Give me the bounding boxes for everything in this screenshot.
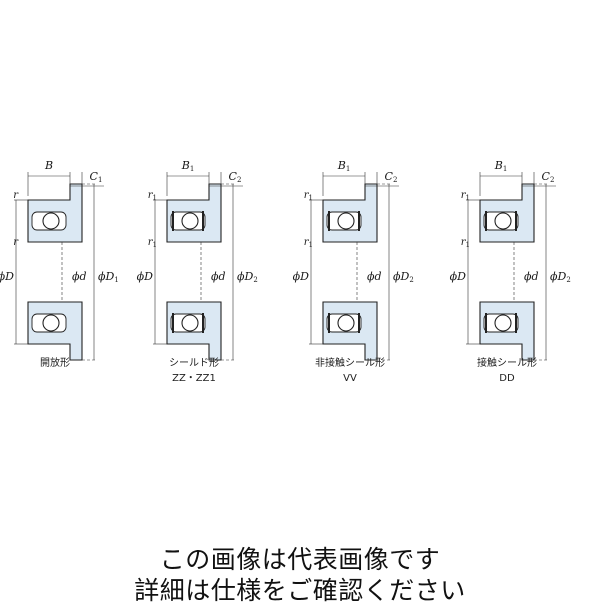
bearing-type-caption: 非接触シール形 bbox=[315, 356, 385, 369]
label-outer-diameter: ϕD bbox=[137, 270, 153, 283]
label-flange-diameter-sub: 2 bbox=[253, 276, 257, 284]
label-width: B bbox=[44, 159, 53, 172]
label-flange-diameter-sub: 2 bbox=[409, 276, 413, 284]
label-chamfer-mid-sub: 1 bbox=[309, 241, 313, 249]
bearing-type-caption: シールド形 bbox=[169, 357, 219, 369]
label-width: B1 bbox=[181, 159, 195, 173]
label-flange-diameter: ϕD2 bbox=[393, 270, 414, 284]
label-chamfer-top: r1 bbox=[304, 190, 313, 202]
bearing-code: VV bbox=[343, 373, 357, 384]
label-flange-main: C bbox=[90, 170, 99, 183]
ball-top bbox=[337, 212, 355, 230]
label-flange-diameter-main: ϕD bbox=[550, 270, 566, 283]
bearing-code: ZZ・ZZ1 bbox=[172, 373, 216, 384]
bearing-code: DD bbox=[499, 373, 515, 384]
label-bore: ϕd bbox=[72, 270, 87, 283]
label-flange-sub: 2 bbox=[550, 176, 554, 184]
label-flange-sub: 1 bbox=[98, 176, 102, 184]
label-chamfer-top-main: r bbox=[13, 190, 19, 201]
label-chamfer-top-sub: 1 bbox=[466, 194, 470, 202]
label-flange-diameter-sub: 1 bbox=[114, 276, 118, 284]
label-outer-diameter-main: ϕD bbox=[450, 270, 466, 283]
label-chamfer-mid-sub: 1 bbox=[153, 241, 157, 249]
label-outer-diameter: ϕD bbox=[450, 270, 466, 283]
label-chamfer-top: r1 bbox=[148, 190, 157, 202]
label-width-sub: 1 bbox=[346, 165, 350, 173]
ball-bottom bbox=[337, 314, 355, 332]
label-flange-diameter: ϕD1 bbox=[98, 270, 119, 284]
ball-top bbox=[181, 212, 199, 230]
label-chamfer-top-main: r bbox=[148, 190, 154, 201]
label-flange: C2 bbox=[385, 170, 398, 184]
label-bore-main: ϕd bbox=[367, 270, 382, 283]
ball-bottom bbox=[181, 314, 199, 332]
label-flange: C2 bbox=[542, 170, 555, 184]
label-outer-diameter: ϕD bbox=[0, 270, 14, 283]
label-width-sub: 1 bbox=[190, 165, 194, 173]
label-outer-diameter-main: ϕD bbox=[0, 270, 14, 283]
label-flange-diameter-main: ϕD bbox=[98, 270, 114, 283]
label-flange-main: C bbox=[385, 170, 394, 183]
label-bore-main: ϕd bbox=[211, 270, 226, 283]
label-flange-sub: 2 bbox=[237, 176, 241, 184]
label-chamfer-mid: r1 bbox=[461, 237, 470, 249]
label-flange-diameter: ϕD2 bbox=[237, 270, 258, 284]
label-width-sub: 1 bbox=[503, 165, 507, 173]
label-bore: ϕd bbox=[211, 270, 226, 283]
label-chamfer-top: r bbox=[13, 190, 19, 201]
label-flange-diameter-main: ϕD bbox=[237, 270, 253, 283]
label-chamfer-mid-main: r bbox=[461, 237, 467, 248]
label-flange-main: C bbox=[542, 170, 551, 183]
ball-bottom bbox=[494, 314, 512, 332]
label-chamfer-mid: r1 bbox=[148, 237, 157, 249]
label-chamfer-mid-main: r bbox=[304, 237, 310, 248]
label-width-main: B bbox=[337, 159, 346, 172]
label-outer-diameter-main: ϕD bbox=[293, 270, 309, 283]
label-chamfer-top-sub: 1 bbox=[309, 194, 313, 202]
label-flange-diameter: ϕD2 bbox=[550, 270, 571, 284]
label-bore: ϕd bbox=[367, 270, 382, 283]
label-chamfer-mid: r1 bbox=[304, 237, 313, 249]
ball-top bbox=[494, 212, 512, 230]
label-flange: C1 bbox=[90, 170, 103, 184]
label-bore-main: ϕd bbox=[72, 270, 87, 283]
label-chamfer-top-sub: 1 bbox=[153, 194, 157, 202]
label-chamfer-mid-sub: 1 bbox=[466, 241, 470, 249]
label-bore: ϕd bbox=[524, 270, 539, 283]
label-bore-main: ϕd bbox=[524, 270, 539, 283]
label-chamfer-mid-main: r bbox=[13, 237, 19, 248]
label-flange-sub: 2 bbox=[393, 176, 397, 184]
ball-top bbox=[42, 212, 60, 230]
label-width-main: B bbox=[181, 159, 190, 172]
bearing-type-caption: 接触シール形 bbox=[477, 356, 537, 369]
label-chamfer-top-main: r bbox=[304, 190, 310, 201]
label-chamfer-top: r1 bbox=[461, 190, 470, 202]
label-flange-main: C bbox=[229, 170, 238, 183]
label-chamfer-mid-main: r bbox=[148, 237, 154, 248]
bearing-1: BC1rrϕDϕdϕD1開放形 bbox=[0, 159, 119, 369]
label-chamfer-mid: r bbox=[13, 237, 19, 248]
ball-bottom bbox=[42, 314, 60, 332]
label-width-main: B bbox=[44, 159, 53, 172]
label-flange: C2 bbox=[229, 170, 242, 184]
label-outer-diameter: ϕD bbox=[293, 270, 309, 283]
label-width: B1 bbox=[494, 159, 508, 173]
label-width-main: B bbox=[494, 159, 503, 172]
bearing-type-caption: 開放形 bbox=[40, 356, 70, 369]
label-chamfer-top-main: r bbox=[461, 190, 467, 201]
label-flange-diameter-sub: 2 bbox=[566, 276, 570, 284]
check-specifications-notice: 詳細は仕様をご確認ください bbox=[134, 576, 466, 605]
label-flange-diameter-main: ϕD bbox=[393, 270, 409, 283]
label-outer-diameter-main: ϕD bbox=[137, 270, 153, 283]
representative-image-notice: この画像は代表画像です bbox=[159, 545, 441, 574]
label-width: B1 bbox=[337, 159, 351, 173]
